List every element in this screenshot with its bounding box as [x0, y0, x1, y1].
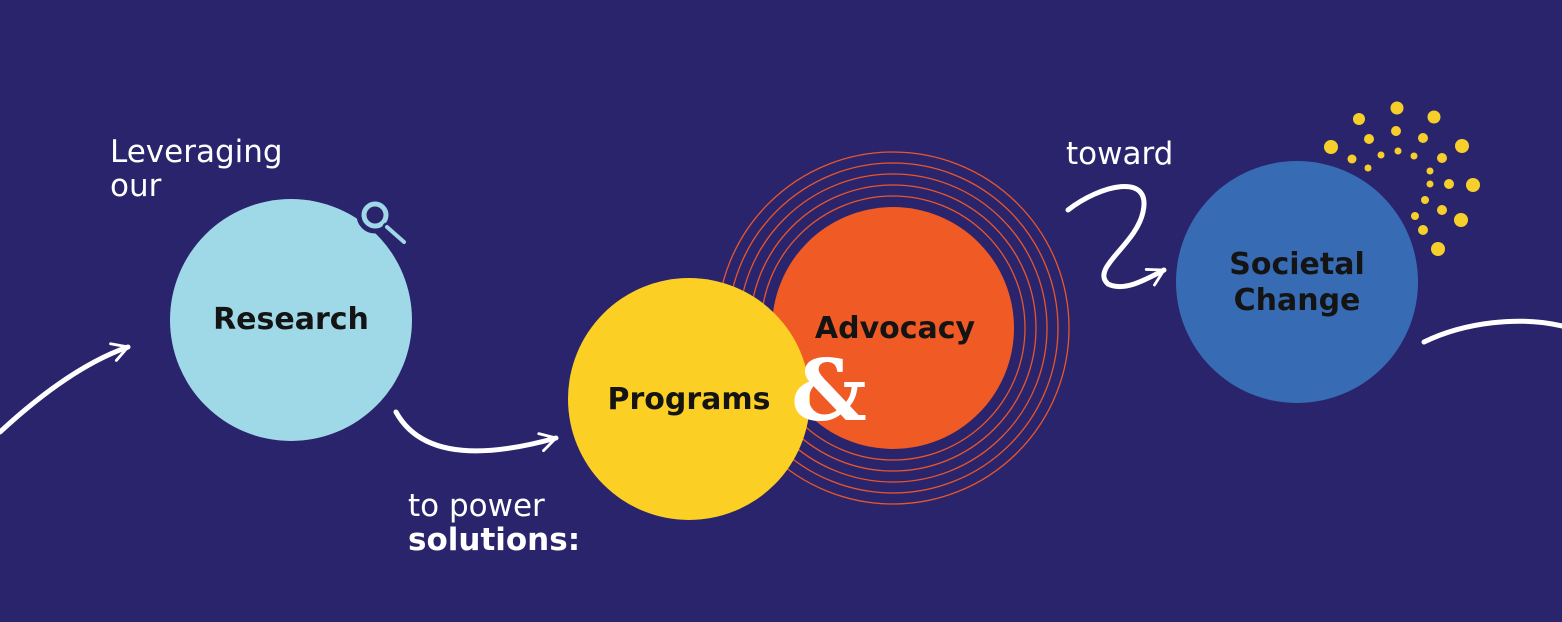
programs-label: Programs: [607, 382, 771, 417]
research-circle: [170, 199, 412, 441]
societal-change-line2: Change: [1233, 283, 1361, 318]
ampersand-symbol: &: [791, 341, 867, 440]
advocacy-circle: [772, 207, 1014, 449]
arrow-exit-right: [1421, 318, 1562, 345]
advocacy-label: Advocacy: [814, 311, 976, 346]
caption-toward-text: toward: [1066, 136, 1174, 172]
magnifying-glass-icon: [356, 196, 409, 247]
sparkle-dots: [1324, 101, 1480, 256]
caption-leveraging: Leveraging our: [110, 135, 283, 203]
arrow-into-research: [0, 342, 131, 435]
caption-solutions-bold: solutions:: [408, 522, 581, 558]
arrow-research-to-programs: [393, 409, 559, 454]
caption-to-power-line1: to power: [408, 488, 545, 524]
caption-leveraging-line1: Leveraging: [110, 134, 283, 170]
caption-toward: toward: [1066, 137, 1173, 171]
arrow-toward-societal-change: [1065, 184, 1167, 290]
caption-solutions: solutions:: [408, 523, 580, 557]
caption-to-power: to power solutions:: [408, 489, 580, 557]
societal-change-label: Societal Change: [1177, 247, 1417, 319]
research-label: Research: [213, 302, 369, 337]
caption-leveraging-line2: our: [110, 168, 162, 204]
societal-change-line1: Societal: [1229, 247, 1365, 282]
programs-circle: [568, 278, 810, 520]
societal-change-circle: [1176, 161, 1418, 403]
